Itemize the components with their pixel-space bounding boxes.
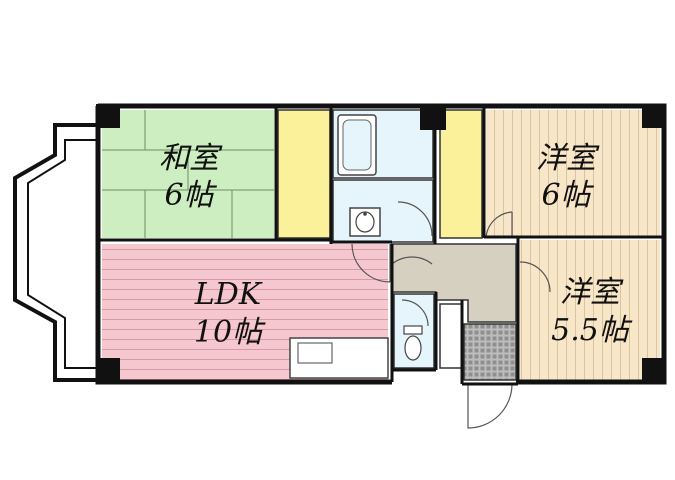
washitsu-label-name: 和室 <box>159 141 223 176</box>
structural-columns <box>96 104 666 382</box>
ldk-label-name: LDK <box>194 277 263 312</box>
door-swing-icon <box>351 201 551 429</box>
entrance-tile <box>463 323 517 381</box>
yoshitsu-room-1 <box>486 110 660 236</box>
yoshitsu-2-label-size: 5.5帖 <box>551 313 633 348</box>
yoshitsu-2-label-name: 洋室 <box>560 275 624 310</box>
washitsu-room <box>102 110 274 238</box>
balcony <box>13 123 98 382</box>
yoshitsu-room-2 <box>520 240 660 380</box>
washitsu-label-size: 6帖 <box>164 178 217 213</box>
hallway <box>391 243 517 323</box>
washbasin-icon <box>349 207 381 237</box>
shoe-cabinet <box>439 303 463 369</box>
toilet-icon <box>403 325 423 361</box>
washroom <box>332 179 434 243</box>
closet-yoshitsu <box>439 109 483 239</box>
bathtub-icon <box>337 114 377 176</box>
yoshitsu-1-label-name: 洋室 <box>536 141 600 176</box>
closet-washitsu <box>277 109 331 239</box>
ldk-label-size: 10帖 <box>194 315 266 350</box>
yoshitsu-1-label-size: 6帖 <box>541 178 594 213</box>
kitchen-counter-icon <box>289 337 389 379</box>
